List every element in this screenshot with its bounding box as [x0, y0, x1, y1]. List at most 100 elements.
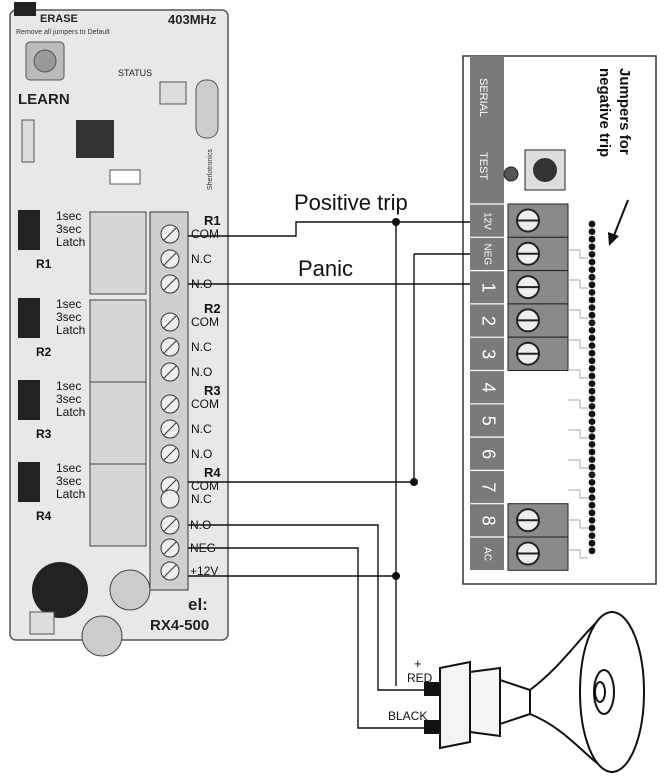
negative-trip-jumper-pin[interactable] [588, 433, 596, 441]
negative-trip-jumper-pin[interactable] [588, 441, 596, 448]
negative-trip-jumper-pin[interactable] [588, 463, 596, 471]
negative-trip-jumper-pin[interactable] [588, 517, 596, 524]
negative-trip-jumper-pin[interactable] [588, 235, 596, 243]
board-terminal-label: COM [191, 397, 219, 411]
timer-jumper-block[interactable] [18, 380, 40, 420]
negative-trip-jumper-pin[interactable] [588, 349, 596, 357]
junctions [392, 218, 418, 580]
timer-option-label: 1sec [56, 209, 81, 223]
timer-option-label: Latch [56, 405, 85, 419]
wire-neg-to-r4-com [188, 253, 470, 483]
timer-jumper-block[interactable] [18, 462, 40, 502]
negative-trip-jumper-pin[interactable] [588, 251, 596, 258]
negative-trip-jumper-pin[interactable] [588, 471, 596, 479]
brand-label: Sherlotronics [207, 149, 214, 190]
negative-trip-jumper-pin[interactable] [588, 539, 596, 547]
negative-trip-jumper-pin[interactable] [588, 311, 596, 319]
panel-terminal-label: 5 [478, 416, 498, 426]
board-power-terminal-label: +12V [190, 564, 218, 578]
jumper-note-line2: negative trip [596, 68, 613, 157]
relay-led-label: R3 [36, 427, 52, 441]
negative-trip-jumper-pin[interactable] [588, 289, 596, 296]
timer-jumper-block[interactable] [18, 210, 40, 250]
negative-trip-jumper-pin[interactable] [588, 547, 596, 555]
test-button-cap [533, 158, 557, 182]
timer-jumper-block[interactable] [18, 298, 40, 338]
negative-trip-jumper-pin[interactable] [588, 281, 596, 289]
negative-trip-jumper-pin[interactable] [588, 304, 596, 311]
panel-terminal-label: 7 [478, 482, 498, 492]
negative-trip-jumper-pin[interactable] [588, 448, 596, 456]
panel-terminal-label: AC [481, 547, 492, 561]
timer-option-label: Latch [56, 323, 85, 337]
negative-trip-jumper-pin[interactable] [588, 509, 596, 517]
negative-trip-jumper-pin[interactable] [588, 334, 596, 342]
negative-trip-jumper-pin[interactable] [588, 372, 596, 380]
timer-option-label: 1sec [56, 297, 81, 311]
siren: + RED BLACK [388, 610, 645, 774]
relay-led-label: R1 [36, 257, 52, 271]
timer-option-label: 3sec [56, 310, 81, 324]
board-terminal-screw[interactable] [160, 489, 180, 509]
relay-body [89, 299, 147, 383]
negative-trip-jumper-pin[interactable] [588, 258, 596, 266]
erase-label: ERASE [40, 13, 78, 25]
panel-terminal-label: NEG [481, 243, 492, 265]
timer-option-label: Latch [56, 235, 85, 249]
negative-trip-jumper-pin[interactable] [588, 365, 596, 372]
relay-led-label: R2 [36, 345, 52, 359]
negative-trip-jumper-pin[interactable] [588, 395, 596, 403]
negative-trip-jumper-pin[interactable] [588, 403, 596, 410]
status-label: STATUS [118, 68, 152, 78]
negative-trip-jumper-pin[interactable] [588, 327, 596, 334]
receiver-board: ERASE Remove all jumpers to Default 403M… [9, 2, 229, 657]
negative-trip-jumper-pin[interactable] [588, 532, 596, 539]
board-terminal-label: N.O [191, 447, 212, 461]
negative-trip-jumper-pin[interactable] [588, 456, 596, 463]
negative-trip-jumper-pin[interactable] [588, 524, 596, 532]
panel-terminal-label: 3 [478, 349, 498, 359]
negative-trip-jumper-pin[interactable] [588, 220, 596, 228]
negative-trip-jumper-pin[interactable] [588, 486, 596, 494]
negative-trip-jumper-pin[interactable] [588, 501, 596, 509]
remove-jumpers-label: Remove all jumpers to Default [16, 29, 110, 36]
negative-trip-jumper-pin[interactable] [588, 418, 596, 425]
negative-trip-jumper-pin[interactable] [588, 479, 596, 486]
negative-trip-jumper-pin[interactable] [588, 494, 596, 501]
negative-trip-jumper-pin[interactable] [588, 319, 596, 327]
panel-header-strip [470, 56, 504, 204]
negative-trip-jumper-pin[interactable] [588, 387, 596, 395]
board-terminal-label: N.C [191, 340, 212, 354]
board-terminal-label: N.C [191, 422, 212, 436]
serial-label: SERIAL [477, 78, 489, 117]
alarm-panel: SERIAL TEST Jumpers for negative trip 12… [462, 55, 657, 585]
negative-trip-jumper-pin[interactable] [588, 296, 596, 304]
panic-label: Panic [298, 256, 353, 281]
negative-trip-jumper-pin[interactable] [588, 410, 596, 418]
timer-option-label: 3sec [56, 392, 81, 406]
negative-trip-jumper-pin[interactable] [588, 243, 596, 251]
jumper-arrow [612, 199, 629, 239]
negative-trip-jumper-pin[interactable] [588, 425, 596, 433]
negative-trip-jumper-pin[interactable] [588, 357, 596, 365]
frequency-label: 403MHz [168, 12, 217, 27]
relay-led-label: R4 [36, 509, 52, 523]
crystal [195, 79, 219, 139]
test-screw-icon [503, 166, 519, 182]
negative-trip-jumper-pin[interactable] [588, 380, 596, 387]
board-terminal-label: N.C [191, 492, 212, 506]
model-label: RX4-500 [150, 617, 209, 634]
relay-name-label: R2 [204, 301, 221, 316]
negative-trip-jumper-pin[interactable] [588, 342, 596, 349]
negative-trip-jumper-pin[interactable] [588, 228, 596, 236]
wire-no-to-red [188, 524, 438, 691]
buzzer [32, 562, 88, 618]
board-terminal-label: COM [191, 227, 219, 241]
learn-label: LEARN [18, 91, 70, 108]
relay-body [89, 463, 147, 547]
board-terminal-label: COM [191, 315, 219, 329]
negative-trip-jumper-pin[interactable] [588, 266, 596, 273]
negative-trip-jumper-pin[interactable] [588, 273, 596, 281]
